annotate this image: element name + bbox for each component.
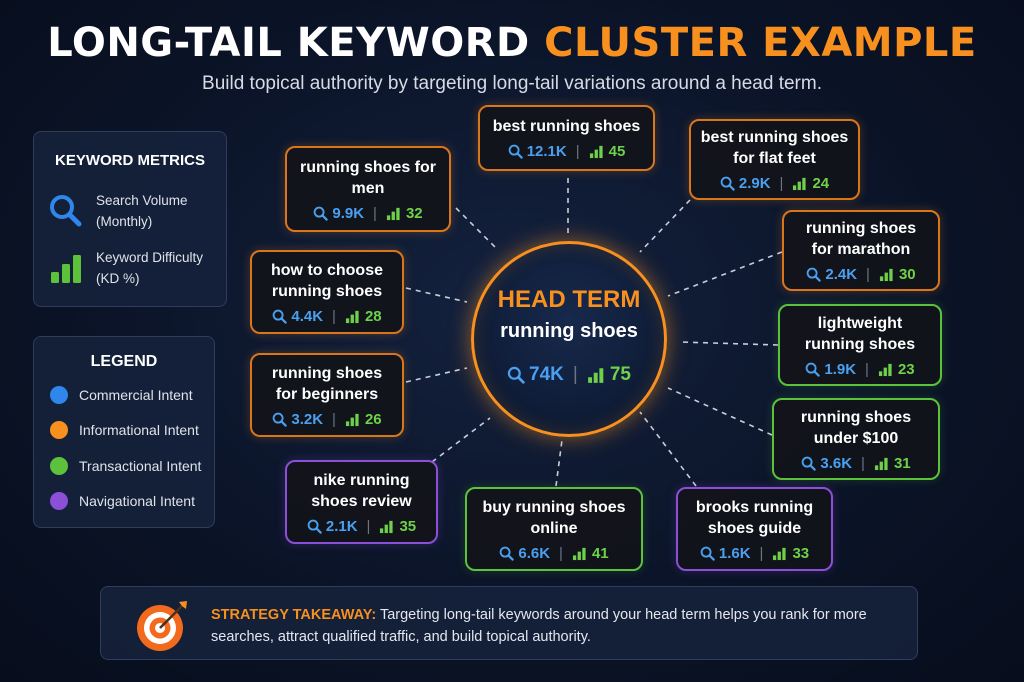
bar-chart-icon (572, 547, 586, 560)
bar-chart-icon (589, 145, 603, 159)
bar-chart-icon (879, 268, 893, 282)
keyword-node-flat-feet: best running shoes for flat feet 2.9K| 2… (689, 119, 860, 200)
keyword-node-beginners: running shoes for beginners 3.2K| 26 (250, 353, 404, 437)
page-title: LONG-TAIL KEYWORD CLUSTER EXAMPLE (47, 20, 977, 66)
bar-chart-icon (51, 255, 81, 283)
keyword-node-how-to-choose: how to choose running shoes 4.4K| 28 (250, 250, 404, 334)
search-volume-row: Search Volume (Monthly) (48, 190, 188, 232)
head-term-keyword: running shoes (500, 320, 638, 342)
bar-chart-icon (345, 310, 359, 323)
bar-chart-icon (587, 368, 604, 383)
keyword-node-under-100: running shoes under $100 3.6K| 31 (772, 398, 940, 480)
search-icon (807, 267, 822, 282)
search-icon (307, 519, 322, 534)
connector-line (405, 367, 468, 383)
keyword-node-marathon: running shoes for marathon 2.4K| 30 (782, 210, 940, 291)
head-term-stats: 74K | 75 (474, 364, 664, 386)
keyword-metrics-panel: KEYWORD METRICS Search Volume (Monthly) … (33, 131, 227, 307)
keyword-metrics-title: KEYWORD METRICS (55, 152, 205, 169)
search-icon (720, 176, 735, 191)
legend-item-commercial: Commercial Intent (50, 386, 193, 404)
strategy-takeaway-panel: STRATEGY TAKEAWAY: Targeting long-tail k… (100, 586, 918, 660)
legend-dot-blue (50, 386, 68, 404)
bar-chart-icon (874, 457, 888, 470)
search-icon (508, 144, 523, 159)
connector-line (667, 251, 783, 297)
connector-line (639, 199, 691, 253)
legend-dot-purple (50, 492, 68, 510)
bar-chart-icon (345, 413, 359, 426)
page-subtitle: Build topical authority by targeting lon… (202, 73, 822, 94)
legend-item-informational: Informational Intent (50, 421, 199, 439)
connector-line (555, 439, 563, 487)
search-icon (314, 206, 329, 221)
search-volume-label: Search Volume (Monthly) (96, 193, 188, 229)
head-term-label: HEAD TERM (497, 286, 641, 313)
search-icon (273, 309, 288, 324)
keyword-node-best-running-shoes: best running shoes 12.1K| 45 (478, 105, 655, 171)
connector-line (431, 417, 491, 463)
bar-chart-icon (773, 547, 787, 560)
takeaway-text: STRATEGY TAKEAWAY: Targeting long-tail k… (211, 607, 867, 645)
bar-chart-icon (793, 177, 807, 191)
search-icon (802, 456, 817, 471)
head-term-node: HEAD TERM running shoes 74K | 75 (471, 241, 667, 437)
bar-chart-icon (386, 207, 400, 220)
keyword-node-nike-review: nike running shoes review 2.1K| 35 (285, 460, 438, 544)
legend-item-transactional: Transactional Intent (50, 457, 201, 475)
connector-line (667, 387, 773, 436)
keyword-difficulty-label: Keyword Difficulty (KD %) (96, 250, 204, 286)
search-icon (507, 366, 525, 384)
connector-line (639, 411, 697, 487)
search-icon (500, 546, 515, 561)
target-icon (137, 601, 187, 651)
connector-line (455, 207, 499, 251)
search-icon (273, 412, 288, 427)
legend-item-navigational: Navigational Intent (50, 492, 195, 510)
bar-chart-icon (380, 520, 394, 533)
keyword-node-brooks-guide: brooks running shoes guide 1.6K| 33 (676, 487, 833, 571)
search-icon (50, 195, 82, 227)
keyword-node-lightweight: lightweight running shoes 1.9K| 23 (778, 304, 942, 386)
connector-line (679, 341, 779, 346)
legend-dot-orange (50, 421, 68, 439)
search-icon (806, 362, 821, 377)
keyword-difficulty-row: Keyword Difficulty (KD %) (48, 247, 203, 289)
legend-title: LEGEND (90, 353, 158, 370)
search-icon (700, 546, 715, 561)
bar-chart-icon (878, 363, 892, 376)
legend-dot-green (50, 457, 68, 475)
connector-line (405, 287, 468, 303)
keyword-node-buy-online: buy running shoes online 6.6K| 41 (465, 487, 643, 571)
legend-panel: LEGEND Commercial Intent Informational I… (33, 336, 215, 528)
keyword-node-running-shoes-for-men: running shoes for men 9.9K| 32 (285, 146, 451, 232)
